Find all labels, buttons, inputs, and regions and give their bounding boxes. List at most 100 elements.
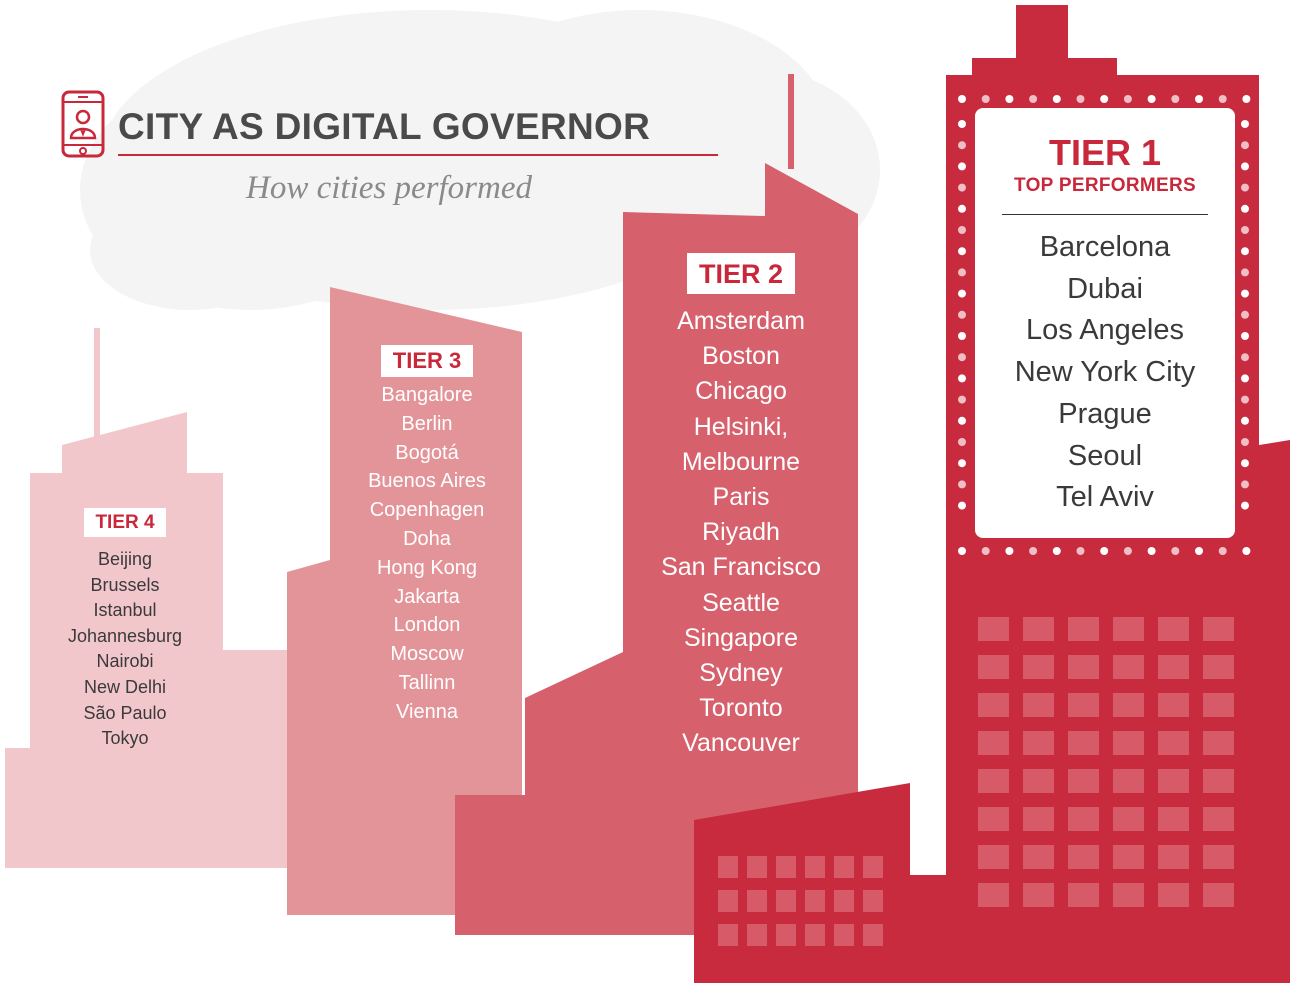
window: [805, 890, 825, 912]
city-item: Beijing: [97, 549, 153, 569]
marquee-light: [958, 120, 966, 128]
window: [978, 807, 1009, 831]
marquee-light: [958, 141, 966, 150]
marquee-light: [1171, 95, 1180, 103]
city-item: Vancouver: [682, 729, 800, 758]
marquee-light: [958, 374, 966, 383]
window: [805, 924, 825, 946]
window: [1203, 731, 1234, 755]
window: [1113, 883, 1144, 907]
marquee-light: [981, 95, 990, 103]
tier2-city-list: Amsterdam Boston Chicago Helsinki, Melbo…: [636, 304, 846, 762]
marquee-light: [1147, 95, 1156, 103]
city-item: Amsterdam: [677, 307, 805, 335]
city-item: New Delhi: [83, 676, 167, 697]
marquee-light: [1218, 547, 1227, 555]
window: [1023, 731, 1054, 755]
window: [978, 883, 1009, 907]
tier4-city-list: Beijing Brussels Istanbul Johannesburg N…: [20, 547, 230, 752]
tier1-subtitle: TOP PERFORMERS: [1014, 175, 1196, 196]
marquee-light: [958, 480, 966, 489]
marquee-lights: [958, 95, 1251, 555]
window: [776, 924, 796, 946]
city-item: São Paulo: [83, 702, 167, 723]
window: [1068, 617, 1099, 641]
marquee-light: [958, 501, 966, 510]
window: [747, 924, 767, 946]
window: [834, 890, 854, 912]
window: [978, 769, 1009, 793]
window: [863, 924, 883, 946]
marquee-light: [1241, 120, 1249, 128]
tier1-city-list: Barcelona Dubai Los Angeles New York Cit…: [975, 227, 1235, 519]
window: [1203, 655, 1234, 679]
window: [1068, 655, 1099, 679]
city-item: Tokyo: [101, 728, 149, 749]
city-item: Paris: [712, 483, 770, 512]
marquee-light: [1005, 547, 1014, 555]
tier3-city-list: Bangalore Berlin Bogotá Buenos Aires Cop…: [322, 381, 532, 727]
background-cloud: [80, 10, 880, 310]
window: [1113, 731, 1144, 755]
marquee-light: [1241, 289, 1249, 298]
window: [718, 924, 738, 946]
window: [1113, 807, 1144, 831]
divider: [1002, 214, 1208, 215]
marquee-light: [958, 547, 966, 555]
window: [1203, 769, 1234, 793]
window: [1023, 883, 1054, 907]
window: [1113, 655, 1144, 679]
window: [1203, 807, 1234, 831]
city-item: Copenhagen: [369, 499, 485, 522]
window: [978, 655, 1009, 679]
header: CITY AS DIGITAL GOVERNOR How cities perf…: [60, 88, 720, 208]
city-item: Singapore: [684, 623, 798, 652]
window: [776, 890, 796, 912]
window: [863, 890, 883, 912]
window: [1023, 655, 1054, 679]
city-item: Berlin: [401, 412, 453, 435]
marquee-light: [1218, 95, 1227, 103]
window: [1158, 883, 1189, 907]
window: [978, 693, 1009, 717]
window: [1113, 617, 1144, 641]
city-item: Barcelona: [1039, 231, 1171, 263]
marquee-light: [958, 183, 966, 192]
window: [1113, 769, 1144, 793]
marquee-light: [1171, 547, 1180, 555]
marquee-light: [958, 332, 966, 340]
window: [1023, 693, 1054, 717]
window: [834, 856, 854, 878]
tier4-section: TIER 4 Beijing Brussels Istanbul Johanne…: [20, 508, 230, 752]
window: [1203, 693, 1234, 717]
window: [805, 856, 825, 878]
city-item: Bangalore: [381, 384, 473, 406]
marquee-light: [1052, 547, 1061, 555]
window: [1158, 693, 1189, 717]
window: [1158, 655, 1189, 679]
marquee-light: [1029, 95, 1038, 103]
city-item: Vienna: [396, 700, 458, 723]
marquee-light: [1076, 547, 1085, 555]
tier3-section: TIER 3 Bangalore Berlin Bogotá Buenos Ai…: [322, 345, 532, 727]
marquee-light: [1242, 95, 1251, 103]
marquee-light: [1241, 416, 1249, 425]
marquee-light: [958, 95, 966, 103]
tier1-title: TIER 1: [1048, 132, 1162, 173]
window: [1068, 807, 1099, 831]
window: [1068, 693, 1099, 717]
city-item: Boston: [702, 342, 780, 371]
tier2-badge: TIER 2: [686, 253, 796, 294]
page-title: CITY AS DIGITAL GOVERNOR: [118, 106, 718, 156]
marquee-light: [1147, 547, 1156, 555]
marquee-light: [958, 247, 966, 256]
marquee-light: [1076, 95, 1085, 103]
window: [776, 856, 796, 878]
marquee-light: [1029, 547, 1038, 555]
city-item: Jakarta: [394, 585, 460, 608]
window: [747, 856, 767, 878]
city-item: Bogotá: [395, 441, 459, 464]
city-item: London: [393, 614, 461, 637]
city-item: Helsinki,: [693, 412, 789, 441]
marquee-light: [1123, 547, 1132, 555]
